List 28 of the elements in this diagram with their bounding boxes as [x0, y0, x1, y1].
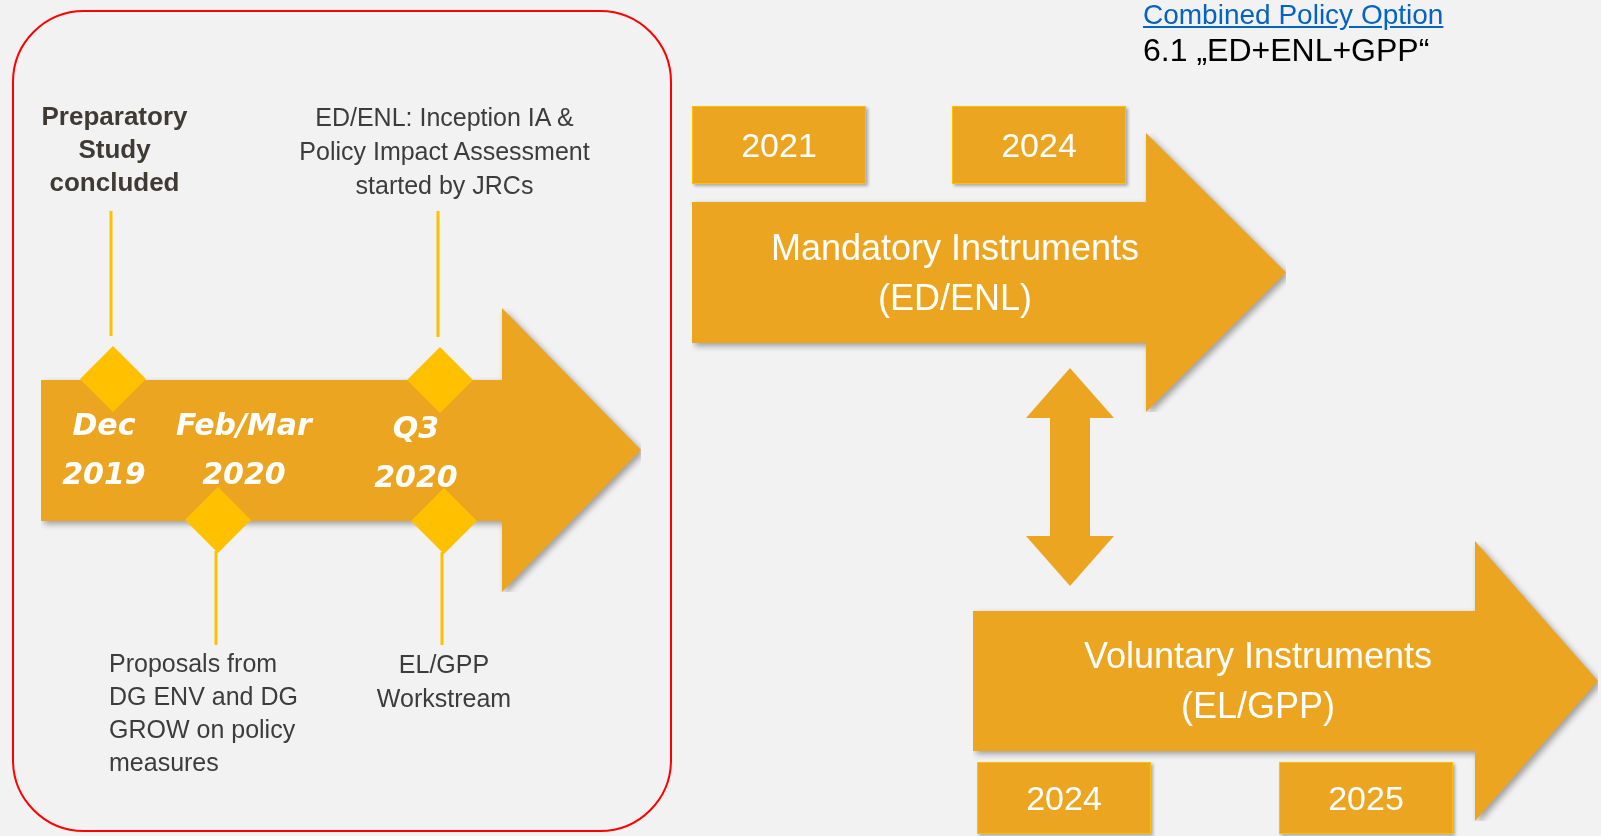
leader-line [214, 551, 218, 645]
year-box [977, 762, 1151, 834]
block-arrow [973, 541, 1598, 821]
year-label: 2024 [1001, 125, 1077, 165]
leader-line [109, 211, 113, 336]
year-label: 2021 [741, 125, 817, 165]
rounded-frame [12, 10, 672, 832]
milestone-text: Proposals from DG ENV and DG GROW on policy measures [109, 648, 299, 778]
double-arrow [1026, 368, 1114, 586]
option-title: 6.1 „ED+ENL+GPP“ [1143, 31, 1430, 70]
link-text: Combined Policy Option [1143, 0, 1444, 30]
year-box [692, 106, 866, 184]
leader-line [436, 211, 440, 337]
block-arrow [692, 133, 1286, 412]
milestone-text: ED/ENL: Inception IA & Policy Impact Assessment started by JRCs [298, 102, 591, 201]
date-label: Feb/Mar 2020 [175, 406, 315, 493]
leader-line [440, 552, 444, 645]
timeline-arrow [41, 308, 641, 592]
milestone-text: Preparatory Study concluded [40, 100, 189, 199]
date-label: Dec 2019 [61, 406, 147, 493]
milestone-text: EL/GPP Workstream [375, 649, 513, 714]
year-label: 2025 [1328, 778, 1404, 818]
year-label: 2024 [1026, 778, 1102, 818]
arrow-label: Mandatory Instruments (ED/ENL) [769, 225, 1141, 320]
date-label: Q3 2020 [373, 409, 459, 496]
year-box [952, 106, 1126, 184]
year-box [1279, 762, 1453, 834]
arrow-label: Voluntary Instruments (EL/GPP) [1082, 634, 1434, 728]
